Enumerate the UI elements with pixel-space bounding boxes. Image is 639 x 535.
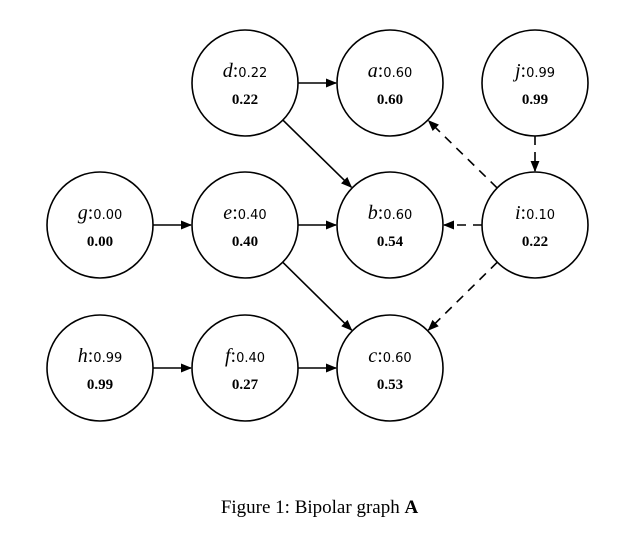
- node-g: g:0.000.00: [46, 171, 154, 279]
- node-f-name: f: [225, 345, 233, 367]
- node-e-colon: :: [232, 202, 238, 224]
- node-f-strength: 0.27: [232, 377, 259, 393]
- node-i-label: i:0.10: [515, 202, 555, 224]
- node-i-strength: 0.22: [522, 234, 548, 250]
- node-e-name: e: [223, 202, 232, 224]
- node-d-label: d:0.22: [223, 60, 268, 82]
- node-c-base-score: 0.60: [383, 351, 412, 366]
- node-j-strength: 0.99: [522, 92, 548, 108]
- node-d-circle: [191, 29, 299, 137]
- node-c-strength: 0.53: [377, 377, 403, 393]
- edges-layer: [153, 78, 540, 373]
- caption-graph-name: A: [404, 497, 419, 518]
- edge-i-to-a: [427, 120, 498, 189]
- node-b-strength: 0.54: [377, 234, 404, 250]
- node-j-colon: :: [521, 60, 527, 82]
- node-d-colon: :: [233, 60, 239, 82]
- edge-e-to-c: [282, 261, 353, 331]
- node-d-base-score: 0.22: [238, 66, 267, 81]
- node-a-base-score: 0.60: [383, 66, 412, 81]
- node-b-circle: [336, 171, 444, 279]
- node-g-label: g:0.00: [78, 202, 123, 224]
- node-j-label: j:0.99: [512, 60, 555, 82]
- node-a-colon: :: [378, 60, 384, 82]
- node-i-colon: :: [521, 202, 527, 224]
- node-h-label: h:0.99: [78, 345, 123, 367]
- node-h: h:0.990.99: [46, 314, 154, 422]
- edge-d-to-b: [282, 119, 353, 188]
- edge-i-to-c: [427, 261, 498, 331]
- node-d-name: d: [223, 60, 234, 82]
- node-f-base-score: 0.40: [236, 351, 265, 366]
- node-i: i:0.10 0.22: [481, 171, 589, 279]
- node-e-base-score: 0.40: [238, 208, 267, 223]
- node-f-label: f:0.40: [225, 345, 265, 367]
- node-e: e:0.400.40: [191, 171, 299, 279]
- node-e-circle: [191, 171, 299, 279]
- node-a: a:0.600.60: [336, 29, 444, 137]
- node-d-strength: 0.22: [232, 92, 258, 108]
- node-d: d:0.220.22: [191, 29, 299, 137]
- node-g-strength: 0.00: [87, 234, 113, 250]
- node-a-strength: 0.60: [377, 92, 403, 108]
- node-c-colon: :: [377, 345, 383, 367]
- node-f-colon: :: [231, 345, 237, 367]
- node-c: c:0.60 0.53: [336, 314, 444, 422]
- node-c-label: c:0.60: [368, 345, 411, 367]
- node-e-label: e:0.40: [223, 202, 266, 224]
- node-j-name: j: [512, 60, 521, 82]
- node-f-circle: [191, 314, 299, 422]
- node-e-strength: 0.40: [232, 234, 258, 250]
- node-h-base-score: 0.99: [93, 351, 122, 366]
- node-g-base-score: 0.00: [93, 208, 122, 223]
- node-b: b:0.60 0.54: [336, 171, 444, 279]
- node-i-circle: [481, 171, 589, 279]
- node-g-circle: [46, 171, 154, 279]
- node-h-colon: :: [88, 345, 94, 367]
- node-j-base-score: 0.99: [526, 66, 555, 81]
- node-j-circle: [481, 29, 589, 137]
- node-b-colon: :: [378, 202, 384, 224]
- node-b-name: b: [368, 202, 378, 224]
- node-b-base-score: 0.60: [383, 208, 412, 223]
- node-h-name: h: [78, 345, 88, 367]
- node-h-strength: 0.99: [87, 377, 113, 393]
- bipolar-graph: d:0.220.22a:0.600.60j:0.990.99g:0.000.00…: [46, 29, 589, 422]
- node-g-name: g: [78, 202, 88, 224]
- node-i-name: i: [515, 202, 521, 224]
- node-g-colon: :: [88, 202, 94, 224]
- node-a-label: a:0.60: [368, 60, 413, 82]
- nodes-layer: d:0.220.22a:0.600.60j:0.990.99g:0.000.00…: [46, 29, 589, 422]
- node-a-circle: [336, 29, 444, 137]
- node-f: f:0.40 0.27: [191, 314, 299, 422]
- figure-caption: Figure 1: Bipolar graph A: [0, 497, 639, 519]
- node-j: j:0.990.99: [481, 29, 589, 137]
- node-a-name: a: [368, 60, 378, 82]
- node-b-label: b:0.60: [368, 202, 413, 224]
- node-h-circle: [46, 314, 154, 422]
- caption-prefix: Figure 1: Bipolar graph: [220, 497, 405, 518]
- node-c-name: c: [368, 345, 377, 367]
- node-c-circle: [336, 314, 444, 422]
- node-i-base-score: 0.10: [526, 208, 555, 223]
